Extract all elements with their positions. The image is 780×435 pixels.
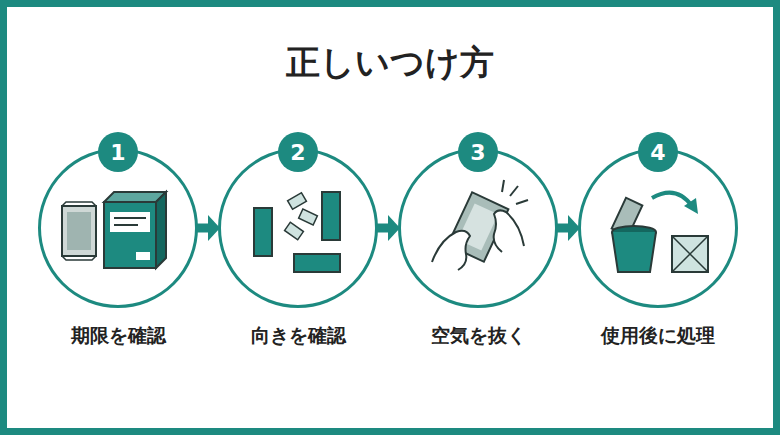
step-number: 1 [110, 140, 125, 165]
flow-arrow [376, 215, 400, 241]
flow-arrow [556, 215, 580, 241]
step-circle: 向きを確認 [218, 148, 378, 308]
step-label: 空気を抜く [371, 323, 585, 349]
step-number-badge: 1 [98, 132, 138, 172]
orientation-packets [254, 192, 340, 272]
step-number: 2 [290, 140, 305, 165]
step-number: 3 [470, 140, 485, 165]
step-number-badge: 4 [638, 132, 678, 172]
step-label: 向きを確認 [191, 323, 405, 349]
disposal-cup-envelope [612, 193, 708, 272]
step-label: 使用後に処理 [551, 323, 765, 349]
step-number-badge: 2 [278, 132, 318, 172]
step-circle: 期限を確認 [38, 148, 198, 308]
step-number-badge: 3 [458, 132, 498, 172]
step-number: 4 [650, 140, 665, 165]
step-circle: 空気を抜く [398, 148, 558, 308]
hands-squeezing-packet [432, 180, 528, 270]
packet-and-box [62, 192, 166, 268]
step-label: 期限を確認 [11, 323, 225, 349]
flow-arrow [196, 215, 220, 241]
diagram-title: 正しいつけ方 [0, 40, 780, 86]
step-circle: 使用後に処理 [578, 148, 738, 308]
